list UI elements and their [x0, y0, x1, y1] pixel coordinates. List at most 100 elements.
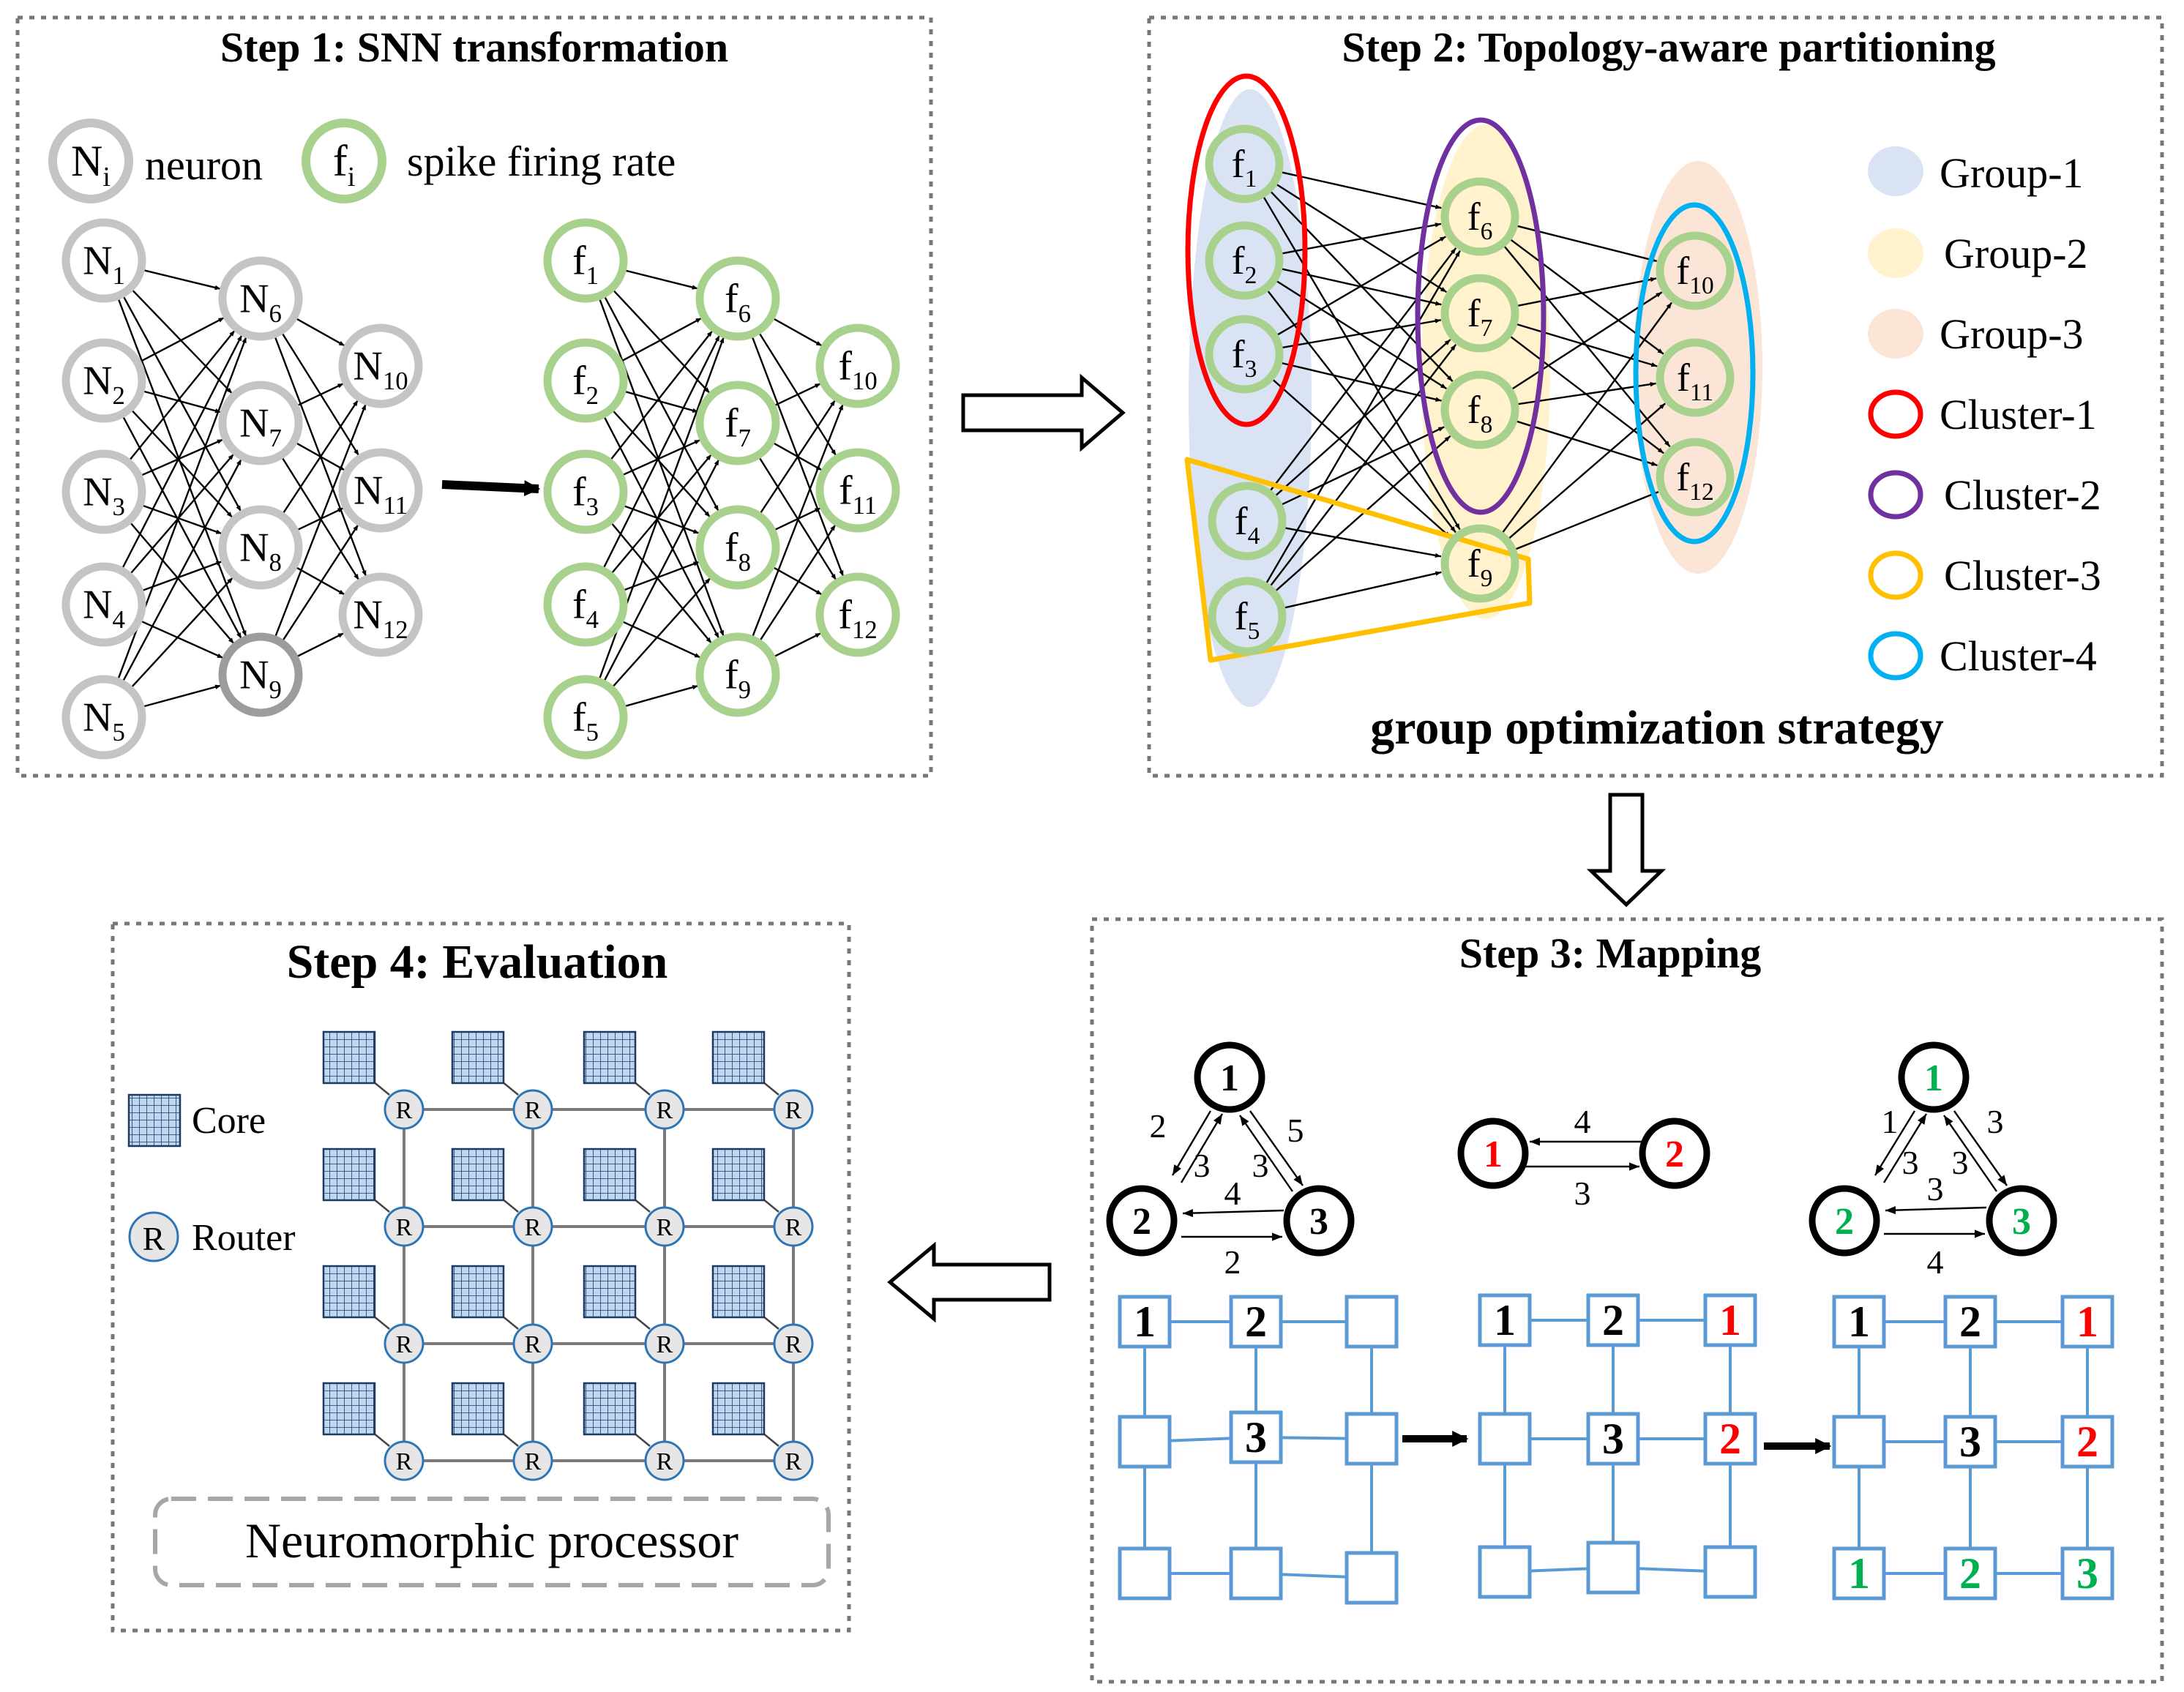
mesh-core — [1832, 1415, 1886, 1469]
router-node — [773, 1089, 814, 1130]
graph-b-node-label: 2 — [1665, 1134, 1684, 1175]
legend-neuron-symbol: Ni — [71, 137, 111, 192]
router-label: R — [785, 1448, 802, 1475]
rate-edge — [621, 504, 700, 534]
mesh-core — [2060, 1295, 2114, 1349]
partition-edge — [1282, 526, 1442, 558]
rate-edge — [609, 454, 712, 576]
network-node — [1440, 177, 1519, 256]
network-node — [1205, 124, 1284, 203]
router-label: R — [525, 1097, 542, 1124]
core-router-link — [373, 1432, 390, 1447]
rate-edge — [757, 454, 837, 581]
core-router-link — [633, 1081, 651, 1096]
router-symbol: R — [143, 1220, 165, 1257]
network-node-label: f3 — [572, 469, 599, 520]
flow-arrow-right — [961, 373, 1126, 452]
legend-group2-swatch — [1868, 228, 1923, 278]
rate-edge — [757, 330, 837, 457]
neuron-edge — [141, 269, 221, 290]
mesh-core — [1118, 1546, 1172, 1601]
network-node-label: N6 — [239, 276, 282, 327]
router-node — [512, 1206, 553, 1247]
partition-edge — [1515, 277, 1657, 307]
neuron-edge — [140, 389, 222, 413]
network-node-label: f2 — [572, 358, 599, 409]
router-label: R — [396, 1331, 413, 1358]
network-node-label: f4 — [1235, 499, 1260, 550]
network-node — [543, 562, 628, 647]
rate-edge — [610, 577, 711, 690]
core-tile — [322, 1030, 376, 1085]
mesh-core-label: 2 — [1959, 1298, 1981, 1346]
network-node — [1440, 524, 1519, 603]
core-tile — [451, 1382, 505, 1436]
router-node — [384, 1089, 425, 1130]
graph-c-edge-label: 3 — [1952, 1144, 1969, 1181]
network-node — [61, 218, 146, 303]
router-node — [384, 1440, 425, 1481]
flow-arrow-left — [887, 1241, 1052, 1323]
rate-edge — [758, 400, 837, 517]
router-label: R — [657, 1331, 673, 1358]
step2-title: Step 2: Topology-aware partitioning — [1342, 23, 1995, 71]
router-label: R — [657, 1448, 673, 1475]
router-label: R — [396, 1097, 413, 1124]
rate-edge — [618, 317, 703, 364]
core-router-link — [633, 1315, 651, 1330]
mesh-core-label: 3 — [1602, 1415, 1624, 1463]
network-node-label: N9 — [239, 652, 282, 703]
router-label: R — [785, 1331, 802, 1358]
neuron-edge — [121, 413, 242, 640]
network-node — [695, 256, 780, 341]
core-tile — [322, 1382, 376, 1436]
partition-edge — [1274, 435, 1451, 593]
legend-cluster3-swatch — [1868, 550, 1923, 600]
network-node-label: f3 — [1232, 332, 1257, 383]
partition-edge — [1268, 247, 1457, 493]
step3-border — [1090, 917, 2164, 1684]
legend-cluster3-label: Cluster-3 — [1944, 552, 2101, 599]
neuron-edge — [294, 382, 344, 408]
network-node-label: f7 — [1467, 291, 1493, 342]
legend-group1-swatch — [1868, 146, 1923, 196]
mesh-core — [1345, 1551, 1399, 1605]
mesh-core — [1703, 1293, 1757, 1347]
mesh-core-label: 1 — [1848, 1298, 1870, 1346]
partition-edge — [1500, 302, 1672, 535]
network-node-label: f9 — [725, 652, 751, 703]
mesh-core — [1703, 1545, 1757, 1599]
network-node — [543, 218, 628, 303]
step4-border — [111, 921, 851, 1633]
flow-arrow-down — [1586, 793, 1667, 907]
core-router-link — [501, 1081, 519, 1096]
mesh-core — [1478, 1545, 1532, 1599]
core-tile — [451, 1148, 505, 1202]
rate-edge — [750, 403, 844, 640]
mesh-core-label: 1 — [2076, 1298, 2098, 1346]
router-node — [384, 1323, 425, 1364]
graph-b-edge-label: 3 — [1574, 1175, 1591, 1212]
legend-rate-label: spike firing rate — [407, 138, 676, 185]
core-tile — [711, 1265, 766, 1319]
mesh-core — [1943, 1415, 1997, 1469]
step4-legend: Core R Router — [127, 1093, 296, 1262]
neuron-edge — [293, 632, 345, 659]
core-tile — [322, 1265, 376, 1319]
mesh-core — [1586, 1541, 1640, 1595]
graph-c-edge-label: 3 — [1927, 1170, 1944, 1208]
neuron-edge — [128, 453, 235, 577]
network-node — [543, 338, 628, 423]
graph-c-node — [1809, 1185, 1880, 1257]
legend-rate-symbol: fi — [333, 137, 356, 192]
network-node-label: N10 — [353, 343, 408, 394]
legend-cluster1-label: Cluster-1 — [1940, 391, 2097, 438]
edge-a-3-2 — [1182, 1208, 1284, 1218]
neuron-edge — [293, 441, 345, 471]
network-node-label: f8 — [1467, 388, 1493, 438]
network-node-label: f9 — [1467, 542, 1493, 592]
graph-a-edge-label: 4 — [1224, 1175, 1241, 1212]
mesh-core-label: 1 — [1134, 1298, 1156, 1346]
